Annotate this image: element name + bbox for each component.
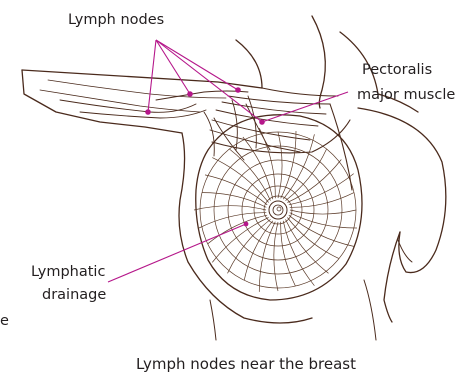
figure-caption: Lymph nodes near the breast bbox=[136, 355, 356, 373]
leader-line bbox=[148, 40, 156, 112]
leader-line bbox=[156, 40, 238, 90]
label-drainage: drainage bbox=[42, 287, 106, 303]
leader-line bbox=[156, 40, 190, 94]
label-pectoralis: Pectoralis bbox=[362, 62, 432, 78]
label-lymphatic: Lymphatic bbox=[31, 264, 105, 280]
label-lymph-nodes: Lymph nodes bbox=[68, 12, 164, 28]
label-major-muscle: major muscle bbox=[357, 87, 455, 103]
leader-line bbox=[108, 224, 246, 282]
stray-letter: e bbox=[0, 313, 9, 329]
leader-lines bbox=[108, 40, 348, 282]
